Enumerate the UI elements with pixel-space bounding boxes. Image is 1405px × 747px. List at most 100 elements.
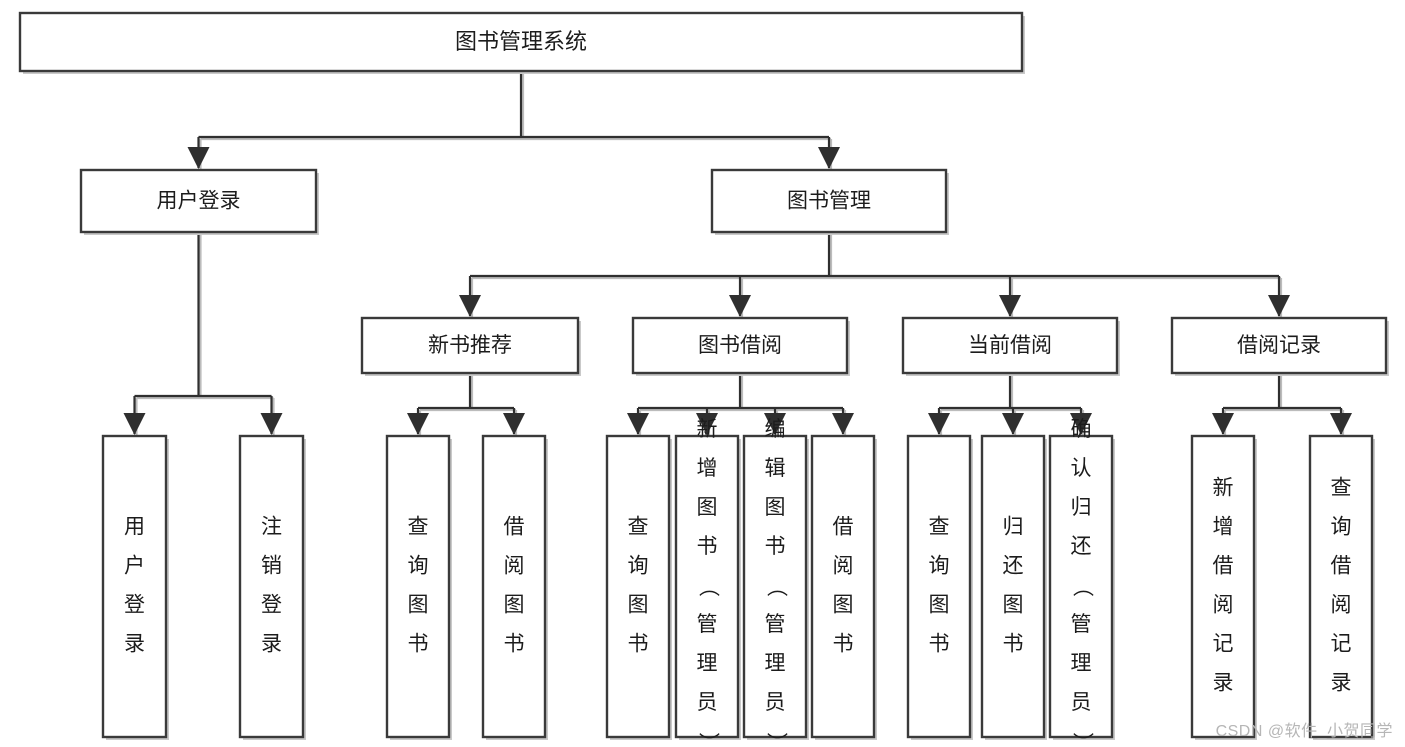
svg-text:认: 认 — [1071, 457, 1092, 480]
node-book-borrow[interactable]: 图书借阅 — [631, 316, 850, 376]
arrow-head-icon — [729, 295, 751, 317]
svg-text:管: 管 — [697, 613, 718, 636]
node-current-borrow-label: 当前借阅 — [968, 334, 1052, 357]
svg-text:还: 还 — [1003, 555, 1024, 578]
svg-text:查: 查 — [1331, 477, 1352, 500]
arrow-head-icon — [260, 413, 283, 435]
node-borrow-record[interactable]: 借阅记录 — [1170, 316, 1389, 376]
arrow-head-icon — [503, 413, 525, 435]
svg-text:书: 书 — [697, 535, 718, 558]
svg-text:理: 理 — [765, 652, 786, 675]
svg-text:询: 询 — [628, 555, 649, 578]
svg-text:记: 记 — [1213, 633, 1234, 656]
svg-text:新: 新 — [697, 418, 718, 441]
svg-text:图: 图 — [697, 496, 718, 519]
svg-text:阅: 阅 — [1213, 594, 1234, 617]
arrow-head-icon — [1070, 413, 1092, 435]
svg-text:书: 书 — [1003, 633, 1024, 656]
arrow-head-icon — [459, 295, 481, 317]
svg-text:图: 图 — [504, 594, 525, 617]
arrow-head-icon — [1330, 413, 1352, 435]
svg-text:管: 管 — [765, 613, 786, 636]
svg-text:书: 书 — [408, 633, 429, 656]
arrow-head-icon — [187, 147, 210, 169]
svg-text:书: 书 — [833, 633, 854, 656]
svg-text:图: 图 — [929, 594, 950, 617]
nodes-layer: 图书管理系统用户登录图书管理新书推荐图书借阅当前借阅借阅记录用户登录注销登录查询… — [18, 11, 1389, 747]
svg-text:归: 归 — [1071, 496, 1092, 519]
svg-text:查: 查 — [628, 516, 649, 539]
leaf-user-login-1[interactable]: 用户登录 — [101, 434, 169, 740]
svg-text:查: 查 — [408, 516, 429, 539]
arrow-head-icon — [407, 413, 429, 435]
svg-text:增: 增 — [697, 457, 718, 480]
svg-text:登: 登 — [261, 594, 282, 617]
node-root[interactable]: 图书管理系统 — [18, 11, 1025, 74]
arrow-head-icon — [627, 413, 649, 435]
svg-text:编: 编 — [765, 418, 786, 441]
arrow-head-icon — [832, 413, 854, 435]
arrow-head-icon — [1002, 413, 1024, 435]
svg-text:书: 书 — [765, 535, 786, 558]
node-book-management[interactable]: 图书管理 — [710, 168, 949, 235]
svg-text:录: 录 — [124, 633, 145, 656]
svg-text:询: 询 — [408, 555, 429, 578]
svg-text:图: 图 — [1003, 594, 1024, 617]
svg-text:（: （ — [696, 576, 719, 597]
svg-text:阅: 阅 — [504, 555, 525, 578]
node-current-borrow[interactable]: 当前借阅 — [901, 316, 1120, 376]
node-book-borrow-label: 图书借阅 — [698, 334, 782, 357]
svg-text:借: 借 — [504, 516, 525, 539]
svg-text:书: 书 — [929, 633, 950, 656]
svg-text:辑: 辑 — [765, 457, 786, 480]
svg-text:）: ） — [1070, 732, 1093, 747]
svg-text:理: 理 — [697, 652, 718, 675]
svg-text:借: 借 — [1331, 555, 1352, 578]
svg-text:录: 录 — [261, 633, 282, 656]
svg-text:新: 新 — [1213, 477, 1234, 500]
svg-text:）: ） — [764, 732, 787, 747]
node-user-login[interactable]: 用户登录 — [79, 168, 319, 235]
svg-text:（: （ — [1070, 576, 1093, 597]
svg-text:登: 登 — [124, 594, 145, 617]
arrow-head-icon — [1212, 413, 1234, 435]
svg-text:用: 用 — [124, 516, 145, 539]
arrow-head-icon — [1268, 295, 1290, 317]
svg-text:员: 员 — [697, 691, 718, 714]
svg-text:员: 员 — [1071, 691, 1092, 714]
svg-text:理: 理 — [1071, 652, 1092, 675]
svg-text:户: 户 — [124, 555, 145, 578]
svg-text:还: 还 — [1071, 535, 1092, 558]
svg-text:销: 销 — [261, 555, 282, 578]
svg-text:查: 查 — [929, 516, 950, 539]
csdn-watermark: CSDN @软件_小贺同学 — [1215, 723, 1393, 740]
node-new-book-recommend[interactable]: 新书推荐 — [360, 316, 581, 376]
arrow-head-icon — [764, 413, 786, 435]
svg-text:图: 图 — [765, 496, 786, 519]
svg-text:借: 借 — [833, 516, 854, 539]
svg-text:员: 员 — [765, 691, 786, 714]
